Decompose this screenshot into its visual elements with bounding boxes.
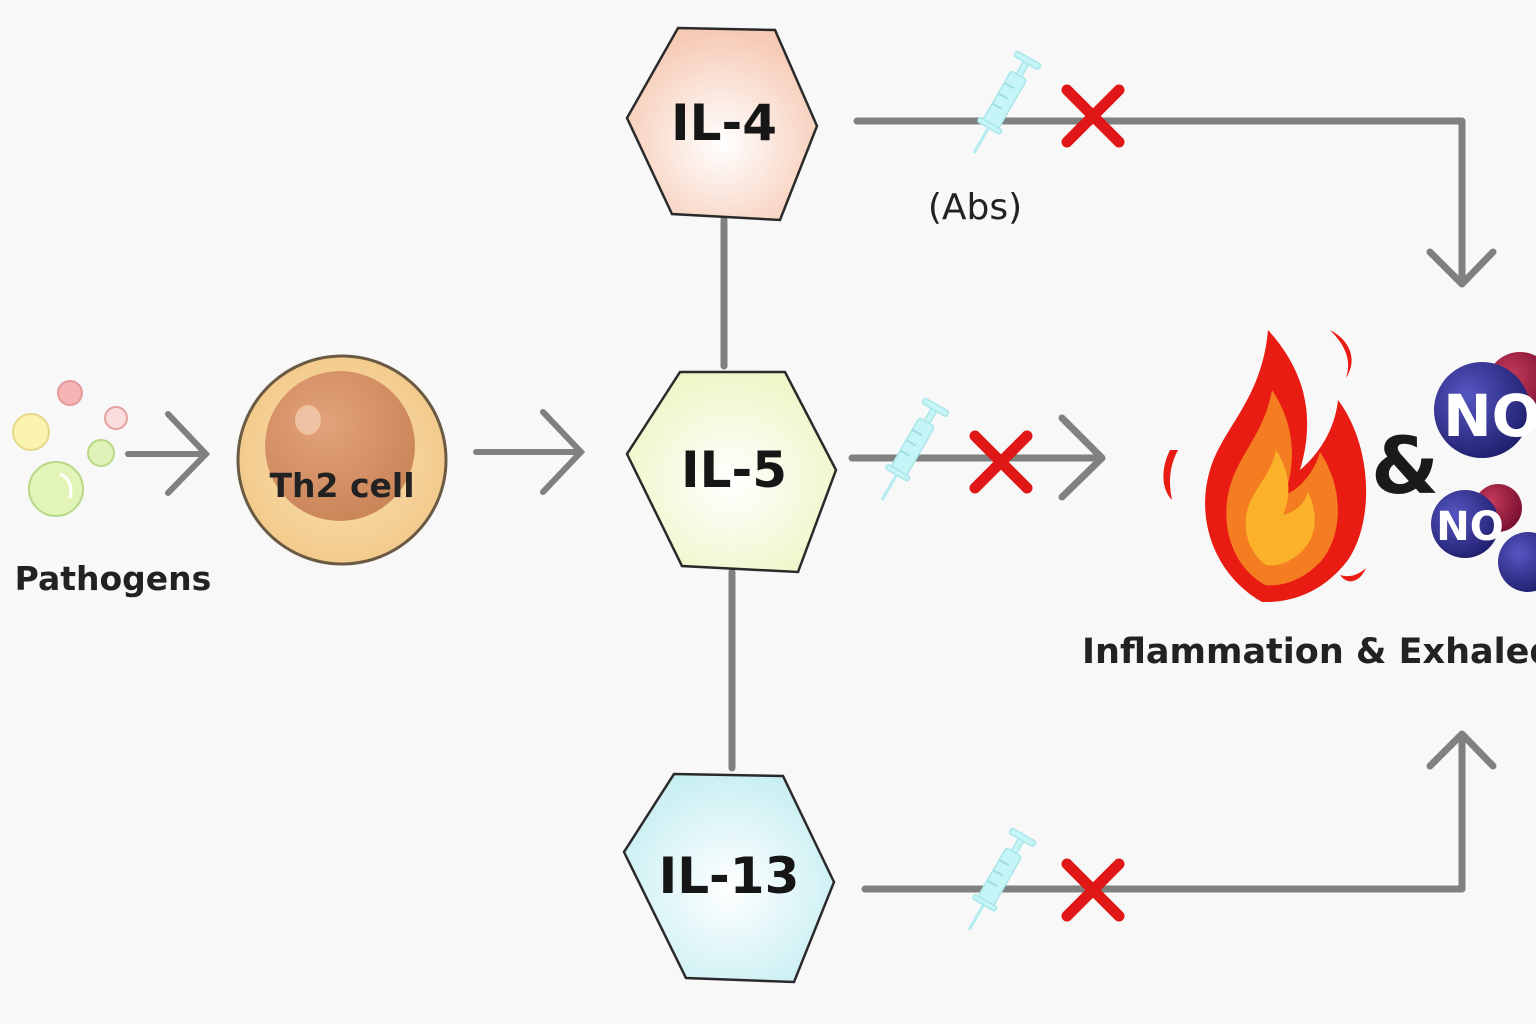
antibodies-label: (Abs) <box>928 187 1022 228</box>
il4-hexagon <box>625 26 819 222</box>
il5-hexagon <box>625 370 838 574</box>
block-x-icon <box>975 436 1027 488</box>
th2-cell <box>236 354 448 566</box>
no-molecule-text: NO <box>1436 504 1503 550</box>
syringe-icon <box>868 396 951 509</box>
syringe-icon <box>960 49 1043 162</box>
il4-label: IL-4 <box>671 94 777 152</box>
no-molecule-icon: NO <box>1431 484 1522 558</box>
il13-hexagon <box>622 772 836 984</box>
outcome-label: Inflammation & Exhaled <box>1082 632 1536 672</box>
pathogen-particles-icon <box>12 380 128 517</box>
no-molecule-icon <box>1498 532 1536 592</box>
il4-route-line <box>853 117 1497 288</box>
block-x-icon <box>1067 90 1119 142</box>
il5-route-line <box>848 414 1106 501</box>
syringe-icon <box>955 826 1038 939</box>
pathogens-label: Pathogens <box>15 559 212 598</box>
ampersand-symbol: & <box>1371 422 1439 512</box>
th2-cell-label: Th2 cell <box>269 466 414 505</box>
flame-icon <box>1163 330 1367 603</box>
no-molecule-text: NO <box>1443 382 1536 450</box>
il13-route-line <box>861 730 1497 893</box>
arrow-th2-to-il5 <box>473 409 586 495</box>
arrow-pathogens-to-th2 <box>125 411 211 496</box>
il5-label: IL-5 <box>681 441 787 499</box>
no-molecule-icon: NO <box>1434 352 1536 458</box>
il13-label: IL-13 <box>659 847 800 905</box>
